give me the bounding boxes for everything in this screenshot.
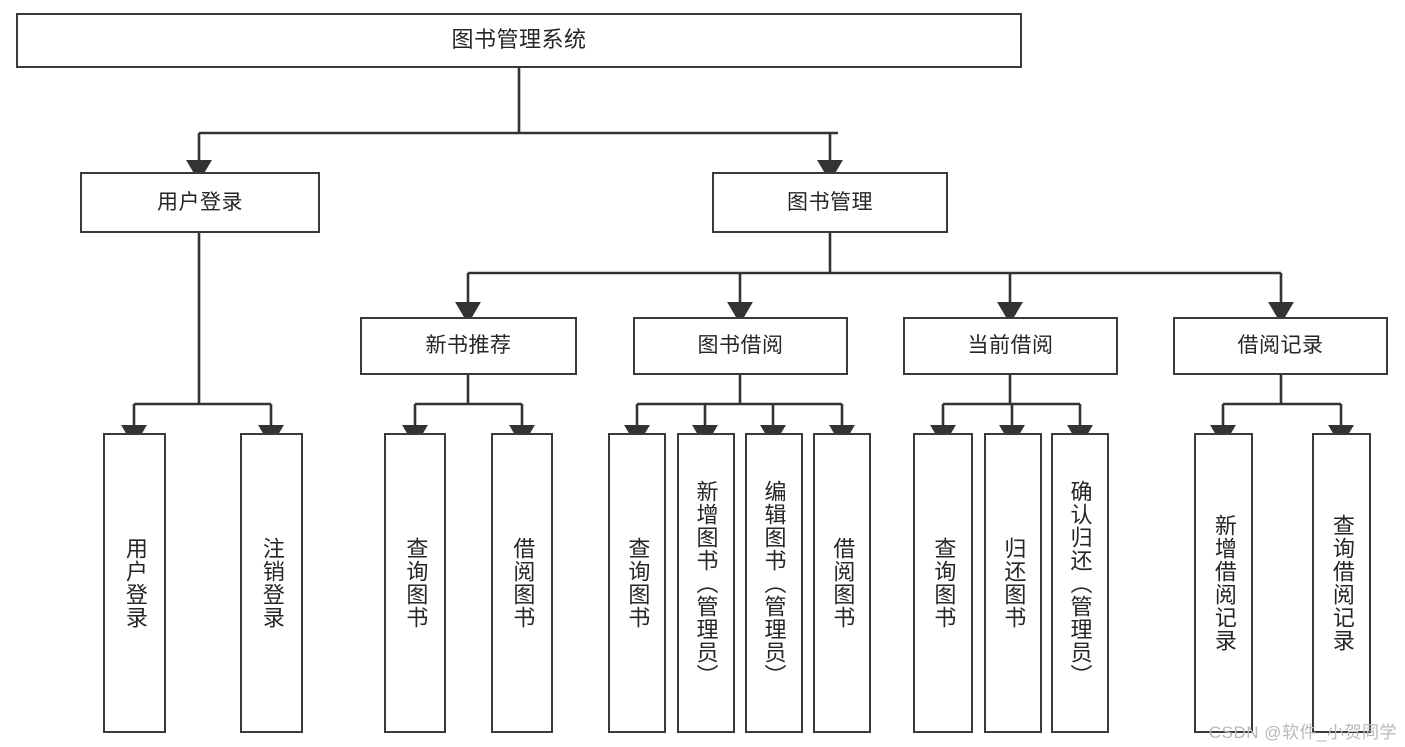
node-label: 图书管理 xyxy=(787,190,873,214)
node-book-management[interactable]: 图书管理 xyxy=(712,172,948,233)
leaf-query-book-borrow[interactable]: 查询图书 xyxy=(608,433,666,733)
leaf-return-book[interactable]: 归还图书 xyxy=(984,433,1042,733)
node-label: 查询图书 xyxy=(625,537,651,629)
leaf-edit-book-admin[interactable]: 编辑图书（管理员） xyxy=(745,433,803,733)
node-book-borrow[interactable]: 图书借阅 xyxy=(633,317,848,375)
leaf-borrow-book-new[interactable]: 借阅图书 xyxy=(491,433,553,733)
node-user-login[interactable]: 用户登录 xyxy=(80,172,320,233)
leaf-query-borrow-record[interactable]: 查询借阅记录 xyxy=(1312,433,1371,733)
node-new-book-recommend[interactable]: 新书推荐 xyxy=(360,317,577,375)
node-label: 图书借阅 xyxy=(697,334,784,358)
leaf-confirm-return-admin[interactable]: 确认归还（管理员） xyxy=(1051,433,1109,733)
node-label: 借阅图书 xyxy=(510,537,536,629)
node-label: 图书管理系统 xyxy=(451,27,587,53)
watermark-text: CSDN @软件_小贺同学 xyxy=(1208,723,1397,742)
node-label: 确认归还（管理员） xyxy=(1067,479,1093,687)
node-label: 新书推荐 xyxy=(425,334,512,358)
node-label: 归还图书 xyxy=(1001,537,1027,629)
node-label: 编辑图书（管理员） xyxy=(761,479,787,687)
node-label: 借阅记录 xyxy=(1237,334,1324,358)
leaf-add-borrow-record[interactable]: 新增借阅记录 xyxy=(1194,433,1253,733)
node-label: 借阅图书 xyxy=(830,537,856,629)
node-label: 查询图书 xyxy=(403,537,429,629)
node-root-system[interactable]: 图书管理系统 xyxy=(16,13,1022,68)
node-label: 注销登录 xyxy=(259,537,285,629)
node-label: 用户登录 xyxy=(157,190,243,214)
node-borrow-record[interactable]: 借阅记录 xyxy=(1173,317,1388,375)
leaf-user-logout[interactable]: 注销登录 xyxy=(240,433,303,733)
node-label: 新增借阅记录 xyxy=(1211,514,1237,652)
leaf-user-login[interactable]: 用户登录 xyxy=(103,433,166,733)
node-current-borrow[interactable]: 当前借阅 xyxy=(903,317,1118,375)
node-label: 查询借阅记录 xyxy=(1329,514,1355,652)
node-label: 当前借阅 xyxy=(967,334,1054,358)
node-label: 查询图书 xyxy=(931,537,957,629)
node-label: 用户登录 xyxy=(122,537,148,629)
leaf-query-book-new[interactable]: 查询图书 xyxy=(384,433,446,733)
node-label: 新增图书（管理员） xyxy=(693,479,719,687)
leaf-borrow-book[interactable]: 借阅图书 xyxy=(813,433,871,733)
leaf-query-book-current[interactable]: 查询图书 xyxy=(913,433,973,733)
leaf-add-book-admin[interactable]: 新增图书（管理员） xyxy=(677,433,735,733)
